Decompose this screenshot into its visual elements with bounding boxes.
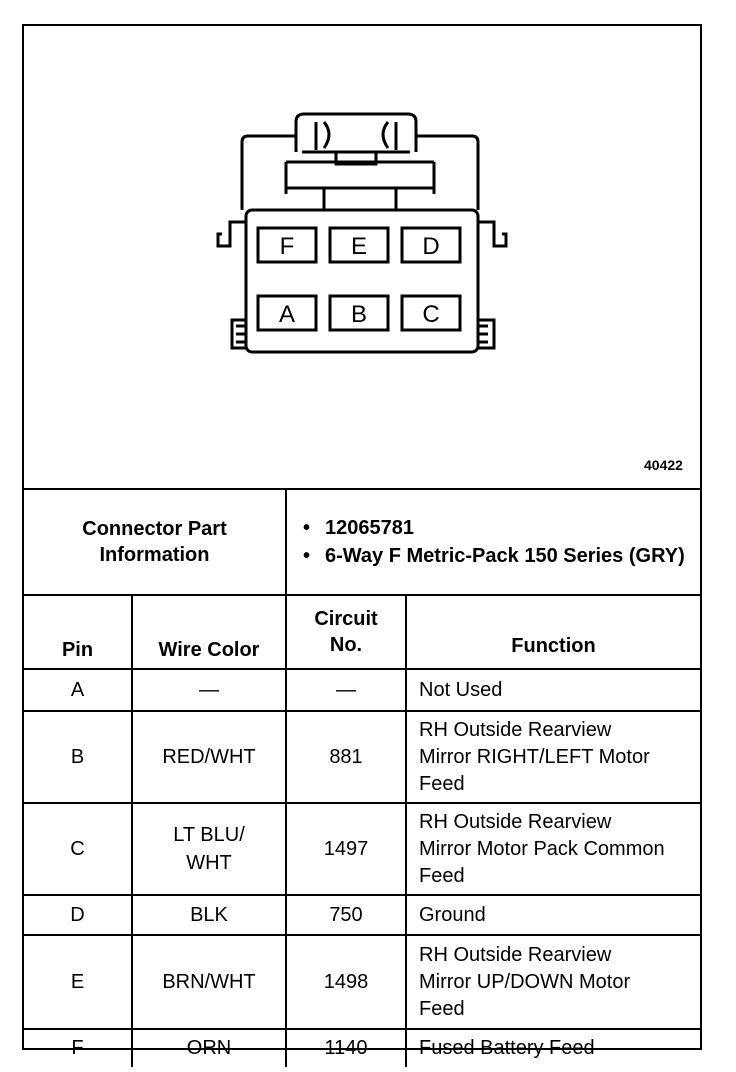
pin-label-d: D (422, 233, 439, 260)
pin-label-e: E (351, 233, 367, 260)
cell-function: Fused Battery Feed (405, 1028, 700, 1067)
connector-table: Connector Part Information 12065781 6-Wa… (24, 488, 700, 1067)
connector-face-diagram: F E D A B C (216, 112, 508, 354)
table-row: C LT BLU/ WHT 1497 RH Outside Rearview M… (24, 802, 700, 896)
header-pin: Pin (24, 594, 133, 670)
cell-function: RH Outside Rearview Mirror RIGHT/LEFT Mo… (405, 710, 700, 804)
info-label: Connector Part Information (82, 518, 227, 566)
wire-color-text: LT BLU/ WHT (173, 824, 245, 874)
figure-id: 40422 (644, 457, 683, 473)
table-row: E BRN/WHT 1498 RH Outside Rearview Mirro… (24, 934, 700, 1030)
pin-label-b: B (351, 301, 367, 328)
cell-function: RH Outside Rearview Mirror Motor Pack Co… (405, 802, 700, 896)
header-function: Function (405, 594, 700, 670)
cell-function: Not Used (405, 668, 700, 712)
function-text: RH Outside Rearview Mirror RIGHT/LEFT Mo… (419, 718, 650, 795)
cell-wire-color: BRN/WHT (131, 934, 287, 1030)
header-wire-color: Wire Color (131, 594, 287, 670)
cell-circuit: — (285, 668, 407, 712)
table-row: B RED/WHT 881 RH Outside Rearview Mirror… (24, 710, 700, 804)
info-value-cell: 12065781 6-Way F Metric-Pack 150 Series … (285, 488, 700, 596)
info-row: Connector Part Information 12065781 6-Wa… (24, 488, 700, 596)
pin-label-a: A (279, 301, 295, 328)
info-label-cell: Connector Part Information (24, 488, 287, 596)
cell-function: RH Outside Rearview Mirror UP/DOWN Motor… (405, 934, 700, 1030)
cell-pin: B (24, 710, 133, 804)
cell-pin: D (24, 894, 133, 936)
function-text: RH Outside Rearview Mirror UP/DOWN Motor… (419, 943, 631, 1020)
connector-drawing-area: F E D A B C 40422 (24, 26, 700, 488)
cell-pin: E (24, 934, 133, 1030)
info-part-number: 12065781 (303, 514, 700, 542)
table-row: D BLK 750 Ground (24, 894, 700, 936)
header-circuit-label: Circuit No. (314, 608, 378, 656)
cell-pin: F (24, 1028, 133, 1067)
cell-wire-color: RED/WHT (131, 710, 287, 804)
cell-wire-color: LT BLU/ WHT (131, 802, 287, 896)
cell-wire-color: — (131, 668, 287, 712)
cell-circuit: 1498 (285, 934, 407, 1030)
cell-circuit: 1497 (285, 802, 407, 896)
pin-label-f: F (280, 233, 295, 260)
cell-function: Ground (405, 894, 700, 936)
header-row: Pin Wire Color Circuit No. Function (24, 594, 700, 670)
cell-wire-color: BLK (131, 894, 287, 936)
cell-circuit: 750 (285, 894, 407, 936)
pin-label-c: C (422, 301, 439, 328)
table-row: A — — Not Used (24, 668, 700, 712)
connector-frame: F E D A B C 40422 Connector Part Informa… (22, 24, 702, 1067)
info-description: 6-Way F Metric-Pack 150 Series (GRY) (303, 542, 700, 570)
cell-pin: C (24, 802, 133, 896)
cell-circuit: 881 (285, 710, 407, 804)
table-row: F ORN 1140 Fused Battery Feed (24, 1028, 700, 1067)
header-circuit: Circuit No. (285, 594, 407, 670)
cell-wire-color: ORN (131, 1028, 287, 1067)
cell-pin: A (24, 668, 133, 712)
function-text: RH Outside Rearview Mirror Motor Pack Co… (419, 810, 665, 887)
cell-circuit: 1140 (285, 1028, 407, 1067)
info-list: 12065781 6-Way F Metric-Pack 150 Series … (303, 514, 700, 570)
